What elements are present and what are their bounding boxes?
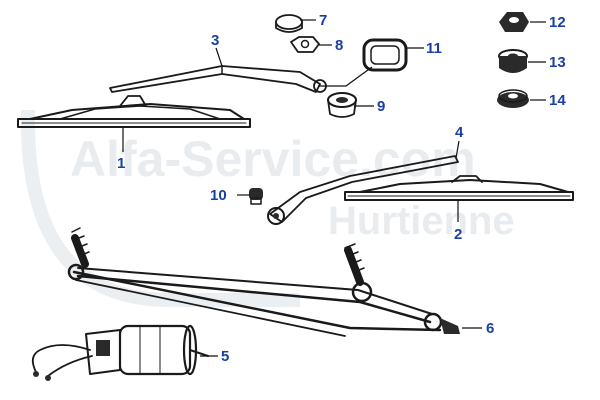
wiper-blade-right-drawing (344, 175, 574, 201)
motor-drawing (31, 324, 209, 381)
label-part-2: 2 (454, 226, 462, 243)
label-part-4: 4 (455, 124, 464, 141)
label-part-11: 11 (426, 40, 442, 57)
label-part-12: 12 (549, 14, 566, 31)
watermark: Alfa-Service.com Hurtienne (20, 109, 515, 307)
spacer-drawing (498, 49, 528, 73)
wiper-arm-middle-drawing (267, 155, 459, 225)
linkage-drawing (67, 227, 460, 337)
label-part-7: 7 (319, 12, 327, 29)
spindle-nut-drawing (499, 12, 529, 32)
label-part-8: 8 (335, 37, 343, 54)
cap-drawing (275, 14, 303, 33)
label-part-3: 3 (211, 32, 219, 49)
watermark-line1: Alfa-Service.com (70, 131, 476, 187)
nut-drawing (290, 36, 320, 53)
watermark-line2: Hurtienne (328, 199, 515, 243)
label-part-6: 6 (486, 320, 494, 337)
label-part-14: 14 (549, 92, 566, 109)
part-labels: 1 2 3 4 5 6 7 8 9 10 11 12 13 14 (117, 12, 566, 365)
wiper-arm-top-drawing (109, 65, 327, 93)
washer-drawing (497, 89, 529, 108)
leader-lines (122, 19, 546, 357)
label-part-9: 9 (377, 98, 385, 115)
seal-drawing (362, 38, 408, 72)
wiper-blade-left-drawing (17, 95, 251, 128)
label-part-1: 1 (117, 155, 125, 172)
small-cap-drawing (249, 188, 263, 205)
label-part-5: 5 (221, 348, 229, 365)
label-part-13: 13 (549, 54, 566, 71)
label-part-10: 10 (210, 187, 227, 204)
grommet-drawing (327, 92, 357, 118)
